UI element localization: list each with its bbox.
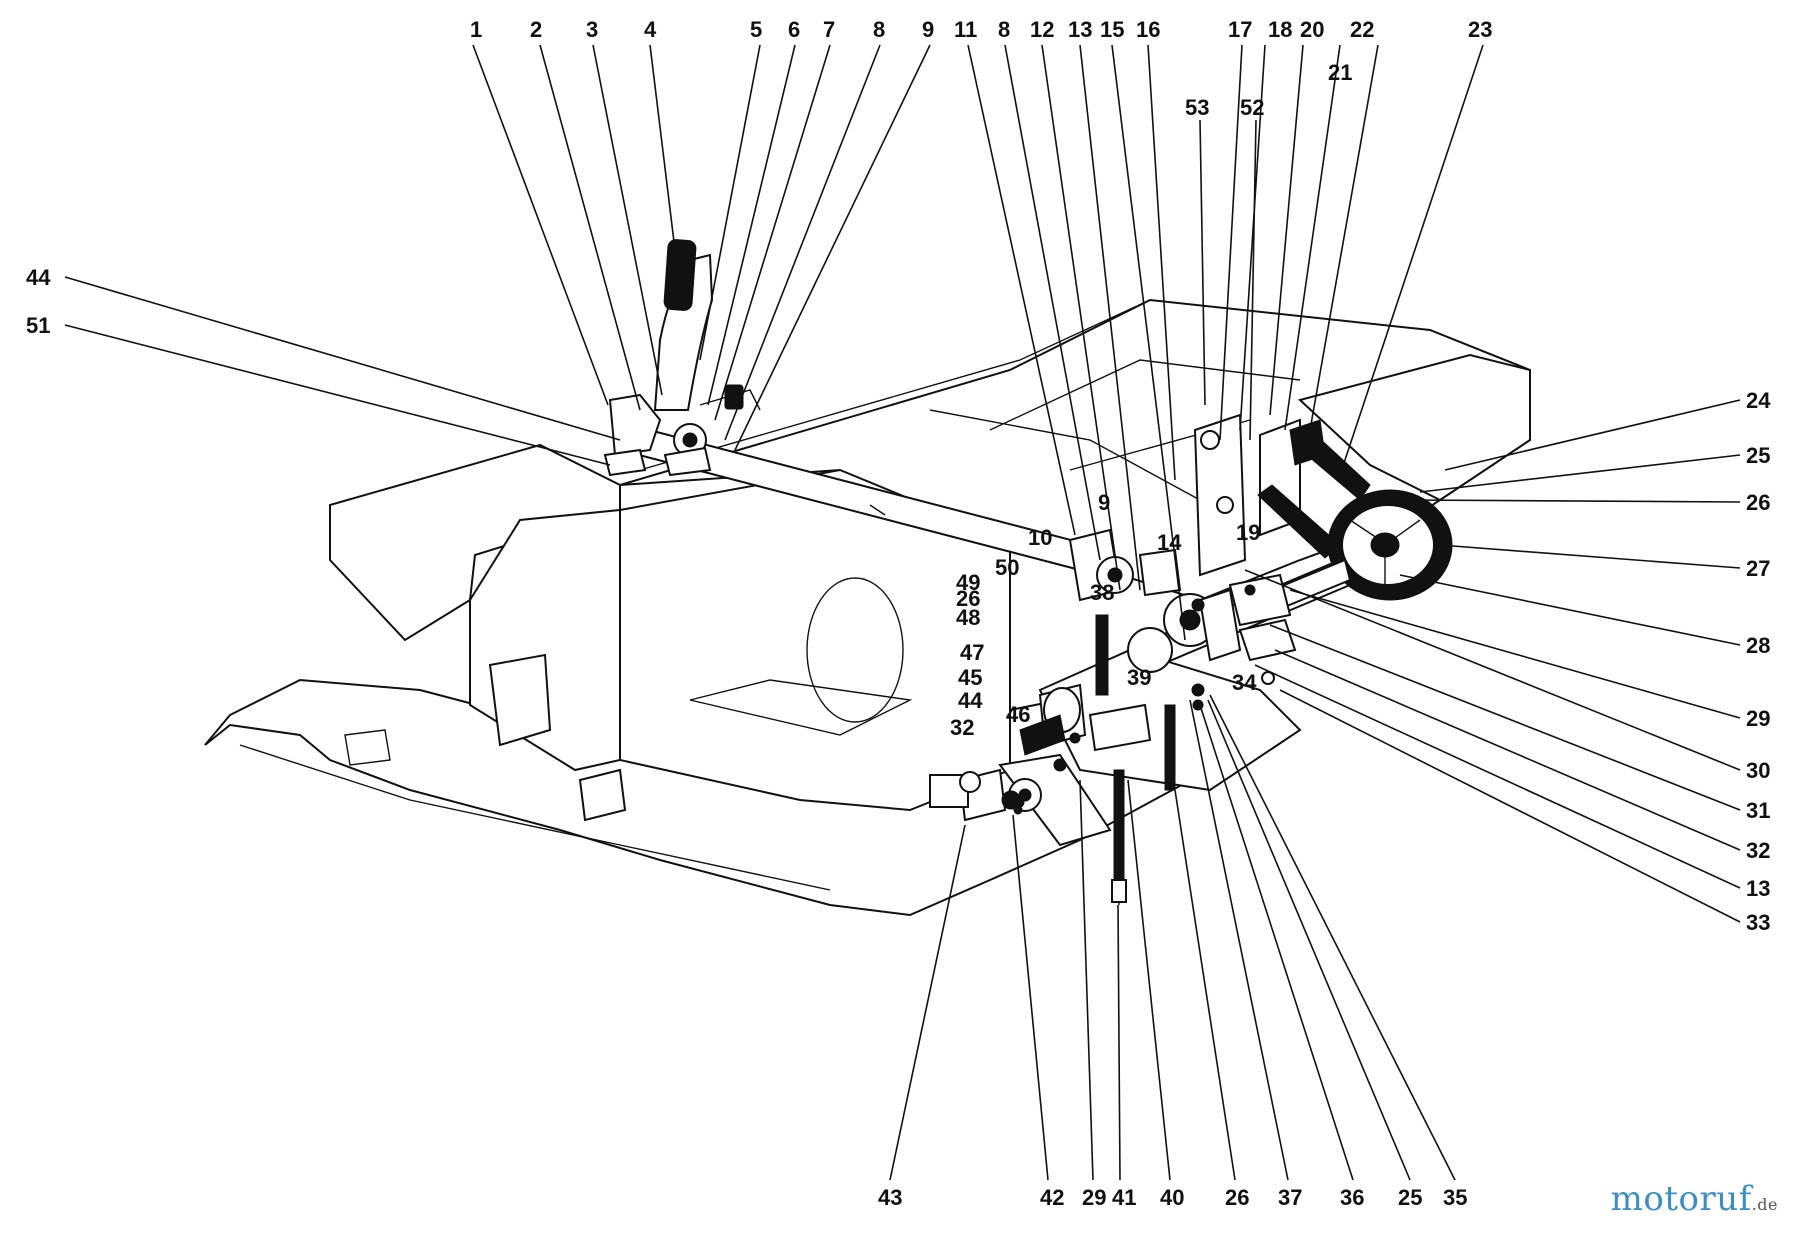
callout-label: 29 bbox=[1082, 1185, 1106, 1210]
callout-label: 9 bbox=[922, 17, 934, 42]
callout-label: 44 bbox=[26, 265, 51, 290]
callout-label: 38 bbox=[1090, 580, 1114, 605]
callout-label: 49 bbox=[956, 570, 980, 595]
callout-label: 37 bbox=[1278, 1185, 1302, 1210]
callout-label: 7 bbox=[823, 17, 835, 42]
springs bbox=[1095, 614, 1176, 881]
callout-label: 13 bbox=[1746, 876, 1770, 901]
callout-label: 18 bbox=[1268, 17, 1292, 42]
callouts-left: 44 51 bbox=[26, 265, 51, 338]
callout-label: 30 bbox=[1746, 758, 1770, 783]
callouts-inner: 10 9 14 19 50 49 26 48 38 47 45 44 46 32… bbox=[950, 490, 1260, 740]
callout-label: 25 bbox=[1398, 1185, 1422, 1210]
callout-label: 20 bbox=[1300, 17, 1324, 42]
leader-lines bbox=[64, 44, 1741, 1181]
callout-label: 16 bbox=[1136, 17, 1160, 42]
callout-label: 46 bbox=[1006, 702, 1030, 727]
callout-label: 45 bbox=[958, 665, 982, 690]
callout-label: 26 bbox=[956, 586, 980, 611]
callout-label: 50 bbox=[995, 555, 1019, 580]
callout-label: 29 bbox=[1746, 706, 1770, 731]
callout-label: 47 bbox=[960, 640, 984, 665]
callout-label: 27 bbox=[1746, 556, 1770, 581]
callout-label: 43 bbox=[878, 1185, 902, 1210]
callout-label: 1 bbox=[470, 17, 482, 42]
callout-label: 2 bbox=[530, 17, 542, 42]
callout-label: 51 bbox=[26, 313, 50, 338]
pulley bbox=[1327, 489, 1453, 601]
callouts-top: 1 2 3 4 5 6 7 8 9 11 8 12 13 15 16 17 18… bbox=[470, 17, 1492, 120]
callout-label: 36 bbox=[1340, 1185, 1364, 1210]
callout-label: 26 bbox=[1746, 490, 1770, 515]
callout-label: 3 bbox=[586, 17, 598, 42]
callout-label: 32 bbox=[1746, 838, 1770, 863]
callout-label: 26 bbox=[1225, 1185, 1249, 1210]
callout-label: 40 bbox=[1160, 1185, 1184, 1210]
callout-label: 8 bbox=[998, 17, 1010, 42]
callout-label: 8 bbox=[873, 17, 885, 42]
callout-label: 22 bbox=[1350, 17, 1374, 42]
callout-label: 41 bbox=[1112, 1185, 1136, 1210]
callout-label: 34 bbox=[1232, 670, 1257, 695]
callout-label: 39 bbox=[1127, 665, 1151, 690]
callout-label: 28 bbox=[1746, 633, 1770, 658]
callouts-bottom: 43 42 29 41 40 26 37 36 25 35 bbox=[878, 1185, 1467, 1210]
callout-label: 12 bbox=[1030, 17, 1054, 42]
watermark-text: motoruf bbox=[1610, 1179, 1752, 1219]
callout-label: 15 bbox=[1100, 17, 1124, 42]
callout-label: 42 bbox=[1040, 1185, 1064, 1210]
callout-label: 10 bbox=[1028, 525, 1052, 550]
callout-label: 9 bbox=[1098, 490, 1110, 515]
callouts-right: 24 25 26 27 28 29 30 31 32 13 33 bbox=[1746, 388, 1771, 935]
callout-label: 33 bbox=[1746, 910, 1770, 935]
callout-label: 53 bbox=[1185, 95, 1209, 120]
callout-label: 14 bbox=[1157, 530, 1182, 555]
callout-label: 4 bbox=[644, 17, 657, 42]
callout-label: 44 bbox=[958, 688, 983, 713]
callout-label: 6 bbox=[788, 17, 800, 42]
callout-label: 13 bbox=[1068, 17, 1092, 42]
watermark-logo: motoruf.de bbox=[1611, 1179, 1778, 1219]
frame-drawing bbox=[204, 298, 1531, 917]
callout-label: 35 bbox=[1443, 1185, 1467, 1210]
watermark-tld: .de bbox=[1751, 1195, 1778, 1214]
callout-label: 25 bbox=[1746, 443, 1770, 468]
callout-label: 19 bbox=[1236, 520, 1260, 545]
callout-label: 31 bbox=[1746, 798, 1770, 823]
callout-label: 24 bbox=[1746, 388, 1771, 413]
callout-label: 32 bbox=[950, 715, 974, 740]
mechanism-drawing bbox=[603, 239, 1453, 905]
callout-label: 5 bbox=[750, 17, 762, 42]
callout-label: 21 bbox=[1328, 60, 1352, 85]
callout-label: 11 bbox=[954, 17, 977, 42]
callout-label: 23 bbox=[1468, 17, 1492, 42]
callout-label: 52 bbox=[1240, 95, 1264, 120]
callout-label: 48 bbox=[956, 605, 980, 630]
callout-label: 17 bbox=[1228, 17, 1252, 42]
